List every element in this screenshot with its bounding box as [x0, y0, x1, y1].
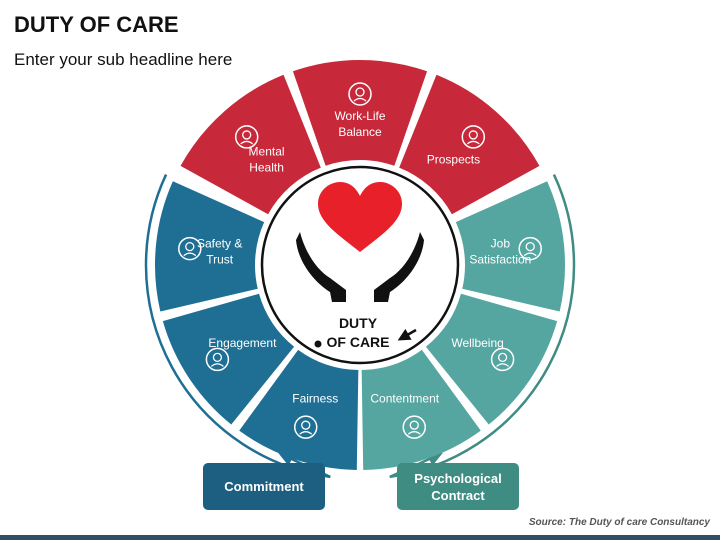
segment-label: Balance [338, 125, 382, 139]
right-hand-icon [374, 232, 424, 302]
center-circle [260, 165, 460, 365]
segment-fairness [239, 349, 359, 470]
justice-scale-icon [293, 415, 318, 439]
shield-handshake-icon [178, 236, 202, 261]
segment-label: Contentment [370, 392, 439, 406]
segment-label: Fairness [292, 392, 338, 406]
segment-label: Satisfaction [469, 252, 531, 266]
segment-label: Safety & [197, 236, 242, 250]
segment-label: Wellbeing [451, 336, 503, 350]
brain-head-icon [234, 125, 259, 149]
segment-label: Trust [206, 252, 234, 266]
segment-contentment [361, 349, 481, 470]
page-title: DUTY OF CARE [14, 12, 179, 37]
page-subtitle: Enter your sub headline here [14, 50, 233, 69]
person-thumbs-up-icon [518, 236, 542, 261]
segment-label: Health [249, 160, 284, 174]
person-checklist-icon [402, 415, 427, 439]
segment-label: Work-Life [334, 109, 385, 123]
bottom-bar [0, 535, 720, 540]
segment-label: Mental [249, 144, 285, 158]
person-hearts-icon [490, 347, 515, 372]
center-label-line1: DUTY [339, 315, 378, 331]
commitment-box: Commitment [203, 463, 325, 510]
segment-job-satisfaction [455, 181, 565, 312]
left-hand-icon [296, 232, 346, 302]
heart-icon [318, 182, 402, 252]
segment-work-life-balance [292, 59, 428, 166]
money-growth-icon [461, 125, 486, 149]
segment-label: Engagement [208, 336, 277, 350]
center-dot [314, 340, 322, 348]
source-note: Source: The Duty of care Consultancy [528, 517, 710, 528]
scale-clock-icon [348, 82, 372, 106]
segment-mental-health [180, 74, 321, 215]
segment-label: Prospects [427, 152, 480, 166]
psychological-contract-box: Psychological Contract [397, 463, 519, 510]
center-label-line2: OF CARE [327, 334, 390, 350]
center-arrow-right [397, 328, 417, 341]
segment-prospects [399, 74, 540, 215]
segment-safety-trust [154, 181, 265, 312]
segment-label: Job [491, 236, 511, 250]
conversation-icon [205, 347, 230, 372]
